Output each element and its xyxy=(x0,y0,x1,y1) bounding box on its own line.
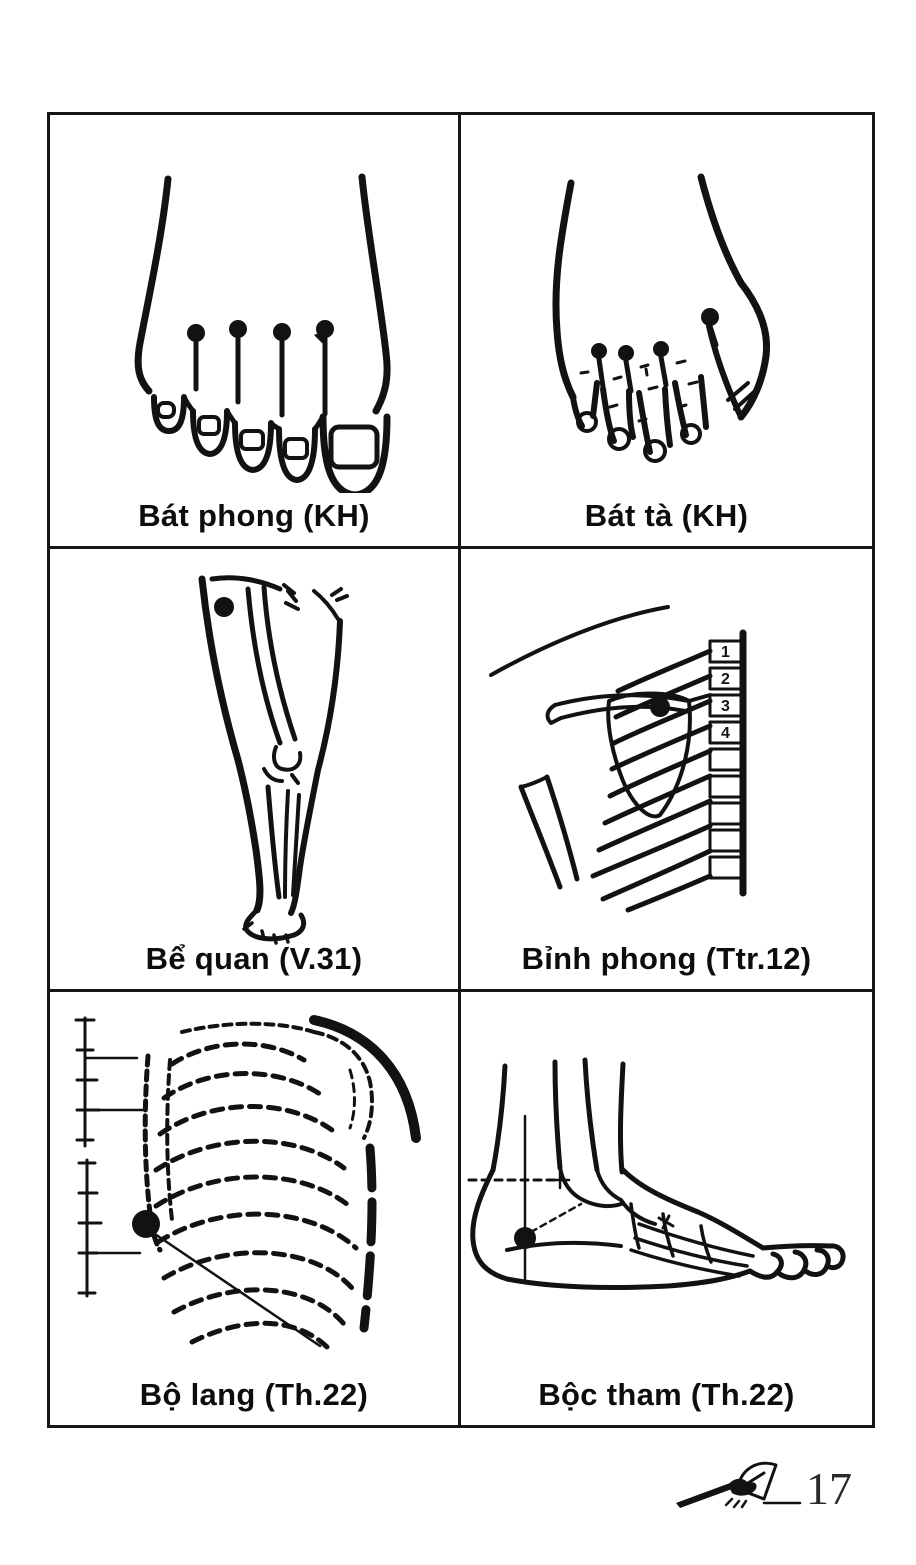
figure-cell-binh-phong: 1 2 3 4 Bỉnh phong (Ttr.12) xyxy=(461,549,872,992)
leg-anterior-illustration xyxy=(198,575,349,945)
vertebra-number: 1 xyxy=(721,644,730,661)
vertebra-number: 4 xyxy=(721,725,730,742)
ribcage-illustration xyxy=(74,1015,421,1353)
vertebra-number: 2 xyxy=(721,671,730,688)
figure-caption: Bát tà (KH) xyxy=(584,498,749,533)
figure-caption: Bể quan (V.31) xyxy=(145,941,363,976)
figure-caption: Bỉnh phong (Ttr.12) xyxy=(521,941,812,976)
vertebra-number: 3 xyxy=(721,698,730,715)
hand-dorsal-illustration xyxy=(552,173,771,463)
figure-cell-bat-ta: Bát tà (KH) xyxy=(461,115,872,549)
foot-lateral-illustration xyxy=(467,1057,846,1291)
figure-cell-bat-phong: Bát phong (KH) xyxy=(50,115,461,549)
figure-caption: Bộ lang (Th.22) xyxy=(139,1377,369,1412)
figure-caption: Bộc tham (Th.22) xyxy=(538,1377,795,1412)
figure-caption: Bát phong (KH) xyxy=(138,498,370,533)
foot-dorsal-illustration xyxy=(134,173,391,493)
figure-cell-be-quan: Bể quan (V.31) xyxy=(50,549,461,992)
page-number: 17 xyxy=(806,1463,852,1514)
acupoint-figure-table: Bát phong (KH) xyxy=(47,112,875,1428)
figure-cell-boc-tham: Bộc tham (Th.22) xyxy=(461,992,872,1425)
page-ornament-icon xyxy=(676,1461,802,1509)
scapula-ribs-illustration: 1 2 3 4 xyxy=(489,605,747,913)
figure-cell-bo-lang: Bộ lang (Th.22) xyxy=(50,992,461,1425)
